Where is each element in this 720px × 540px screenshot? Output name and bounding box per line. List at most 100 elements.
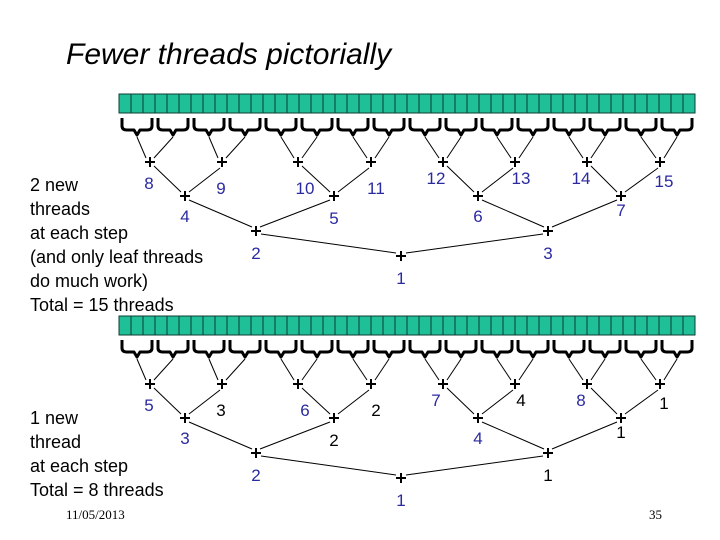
- thread-label: 7: [431, 391, 440, 410]
- thread-label: 2: [251, 244, 260, 263]
- description-line: Total = 15 threads: [30, 295, 174, 315]
- thread-label: 13: [512, 169, 531, 188]
- tree-edge: [481, 389, 514, 415]
- chunk-brace: [372, 118, 406, 137]
- thread-label: 7: [616, 201, 625, 220]
- chunk-brace: [264, 118, 298, 137]
- tree-edge: [188, 167, 221, 193]
- tree-edge: [446, 165, 475, 193]
- chunk-brace: [336, 340, 370, 359]
- tree-edge: [481, 167, 514, 193]
- tree-edge: [260, 233, 397, 254]
- chunk-brace: [444, 118, 478, 137]
- chunk-brace: [444, 340, 478, 359]
- chunk-brace: [120, 118, 154, 137]
- description-line: at each step: [30, 456, 129, 476]
- tree-edge: [337, 167, 370, 193]
- chunk-brace: [192, 118, 226, 137]
- tree-edge: [663, 358, 678, 381]
- footer-date: 11/05/2013: [66, 507, 125, 522]
- tree-edge: [352, 358, 368, 381]
- thread-label: 8: [576, 391, 585, 410]
- tree-edge: [153, 387, 182, 415]
- thread-label: 6: [300, 401, 309, 420]
- thread-label: 3: [543, 244, 552, 263]
- thread-label: 11: [367, 179, 385, 198]
- tree-edge: [153, 165, 182, 193]
- thread-label: 2: [251, 466, 260, 485]
- chunk-brace: [552, 340, 586, 359]
- tree-edge: [337, 389, 370, 415]
- tree-edge: [280, 358, 295, 381]
- thread-label: 6: [473, 207, 482, 226]
- tree-edge: [153, 136, 174, 159]
- tree-edge: [551, 199, 618, 228]
- tree-edge: [405, 233, 544, 254]
- thread-label: 14: [572, 169, 591, 188]
- thread-label: 9: [216, 179, 225, 198]
- tree-edge: [446, 136, 462, 159]
- tree-edge: [136, 136, 147, 159]
- tree-edge: [551, 421, 618, 450]
- chunk-brace: [372, 340, 406, 359]
- tree-edge: [663, 136, 678, 159]
- chunk-brace: [516, 118, 550, 137]
- thread-label: 4: [516, 391, 525, 410]
- description-line: (and only leaf threads: [30, 247, 204, 267]
- description-line: 2 new: [30, 175, 79, 195]
- tree-edge: [301, 165, 331, 193]
- tree-edge: [624, 167, 659, 193]
- tree-edge: [590, 136, 606, 159]
- thread-label: 2: [371, 401, 380, 420]
- slide-title: Fewer threads pictorially: [66, 38, 392, 71]
- chunk-brace: [480, 340, 514, 359]
- tree-edge: [225, 136, 246, 159]
- thread-label: 5: [329, 209, 338, 228]
- description-line: at each step: [30, 223, 129, 243]
- description-line: thread: [30, 432, 82, 452]
- tree-edge: [424, 136, 440, 159]
- tree-edge: [259, 421, 331, 450]
- tree-edge: [496, 136, 512, 159]
- tree-edge: [352, 136, 368, 159]
- tree-edge: [225, 358, 246, 381]
- tree-edge: [640, 358, 657, 381]
- footer-page-number: 35: [649, 507, 662, 522]
- chunk-brace: [624, 118, 658, 137]
- tree-edge: [590, 165, 618, 193]
- tree-edge: [188, 199, 253, 228]
- chunk-brace: [300, 340, 334, 359]
- chunk-brace: [552, 118, 586, 137]
- tree-edge: [568, 358, 584, 381]
- chunk-brace: [228, 118, 262, 137]
- thread-label: 4: [473, 429, 482, 448]
- tree-edge: [624, 389, 659, 415]
- tree-edge: [188, 421, 253, 450]
- chunk-brace: [588, 340, 622, 359]
- tree-edge: [301, 136, 318, 159]
- thread-label: 1: [396, 269, 405, 288]
- thread-label: 12: [427, 169, 446, 188]
- tree-edge: [481, 199, 545, 228]
- tree-edge: [590, 387, 618, 415]
- thread-label: 5: [144, 396, 153, 415]
- description-line: Total = 8 threads: [30, 480, 164, 500]
- tree-edge: [640, 136, 657, 159]
- chunk-brace: [228, 340, 262, 359]
- tree-edge: [280, 136, 295, 159]
- thread-label: 10: [296, 179, 315, 198]
- thread-label: 1: [396, 491, 405, 510]
- tree-edge: [374, 358, 390, 381]
- tree-edge: [568, 136, 584, 159]
- tree-edge: [259, 199, 331, 228]
- thread-label: 8: [144, 174, 153, 193]
- tree-edge: [518, 136, 534, 159]
- chunk-brace: [624, 340, 658, 359]
- chunk-brace: [516, 340, 550, 359]
- chunk-brace: [480, 118, 514, 137]
- description-line: 1 new: [30, 408, 79, 428]
- tree-edge: [374, 136, 390, 159]
